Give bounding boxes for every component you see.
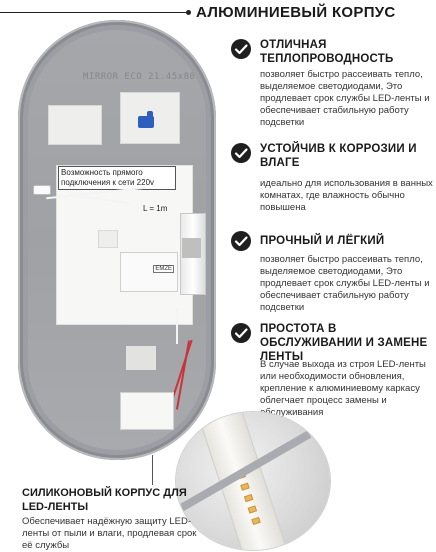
led-strip-closeup [176,412,330,550]
feature-item: ПРОСТОТА В ОБСЛУЖИВАНИИ И ЗАМЕНЕ ЛЕНТЫ В… [230,322,436,432]
header-pointer-line [0,10,191,15]
silicone-description: Обеспечивает надёжную защиту LED-ленты о… [22,516,197,551]
checkmark-circle-icon [231,39,251,59]
instruction-sheet [56,165,193,325]
feature-description: позволяет быстро рассеивать тепло, выдел… [260,254,430,313]
feature-description: В случае выхода из строя LED-ленты или н… [260,359,426,418]
feature-item: ОТЛИЧНАЯ ТЕПЛОПРОВОДНОСТЬ позволяет быст… [230,38,436,148]
feature-item: ПРОЧНЫЙ И ЛЁГКИЙ позволяет быстро рассеи… [230,230,436,320]
sheet-note: Возможность прямого подключения к сети 2… [58,166,176,190]
silicone-strip [196,412,292,550]
silicone-pointer-line [152,455,153,485]
switch-box [98,230,118,248]
feature-title: ОТЛИЧНАЯ ТЕПЛОПРОВОДНОСТЬ [260,39,394,65]
bottom-tab [126,346,156,370]
led-chip [247,505,258,514]
feature-description: позволяет быстро рассеивать тепло, выдел… [260,69,430,128]
power-plug [33,185,51,195]
product-label: EMZE [120,252,178,292]
feature-description: идеально для использования в ванных комн… [260,178,433,213]
cable-length-label: L = 1m [143,204,168,213]
silicone-title: СИЛИКОНОВЫЙ КОРПУС ДЛЯ LED-ЛЕНТЫ [22,487,187,513]
driver-output-cable [176,308,178,344]
feature-title: ПРОСТОТА В ОБСЛУЖИВАНИИ И ЗАМЕНЕ ЛЕНТЫ [260,323,428,363]
mirror-photo: MIRROR ECO 21.45х80 Возможность прямого … [0,20,226,460]
frame-engraving: MIRROR ECO 21.45х80 [83,72,196,82]
led-connector-module [120,392,174,430]
checkmark-circle-icon [231,231,251,251]
checkmark-circle-icon [231,323,251,343]
feature-title: ПРОЧНЫЙ И ЛЁГКИЙ [260,235,385,247]
checkmark-circle-icon [231,143,251,163]
feature-title: УСТОЙЧИВ К КОРРОЗИИ И ВЛАГЕ [260,143,417,169]
led-chip [251,516,261,526]
driver-label [182,238,201,258]
led-chip [240,482,250,491]
top-left-sticker [48,105,102,145]
product-label-brand: EMZE [153,265,174,273]
feature-item: УСТОЙЧИВ К КОРРОЗИИ И ВЛАГЕ идеально для… [230,142,436,222]
blue-connectors [138,111,154,128]
led-chip [243,494,254,503]
header-title: АЛЮМИНИЕВЫЙ КОРПУС [196,4,396,21]
